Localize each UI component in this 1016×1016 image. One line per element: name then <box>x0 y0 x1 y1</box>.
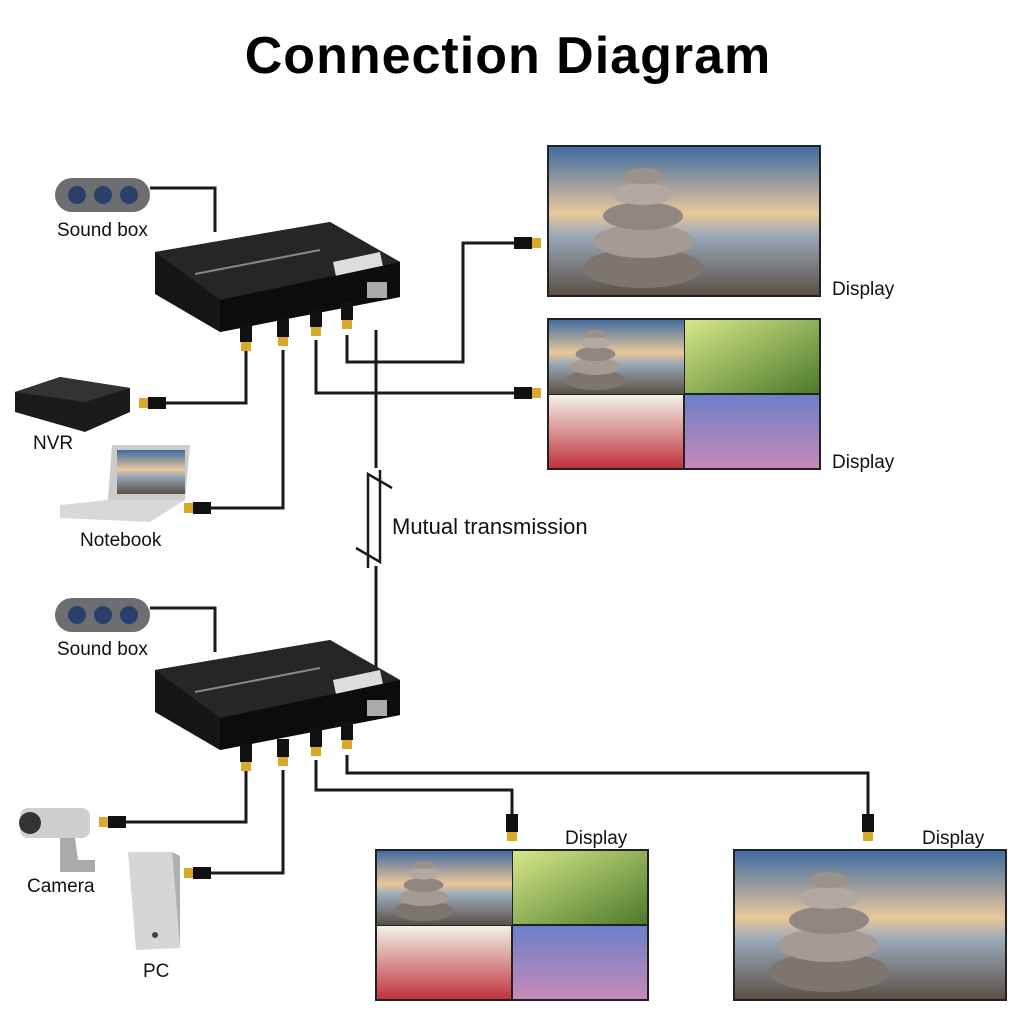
display-2 <box>547 318 821 470</box>
transmitter-bottom <box>154 639 401 751</box>
cable-pc <box>205 770 285 875</box>
cable-display-1 <box>345 241 520 364</box>
label-display-4: Display <box>922 828 985 849</box>
pc-icon <box>128 852 180 950</box>
page-title: Connection Diagram <box>244 27 772 85</box>
cable-display-2 <box>314 340 520 395</box>
label-sound-box-bottom: Sound box <box>57 639 148 660</box>
sound-box-top-icon <box>55 178 150 212</box>
display-4 <box>733 849 1007 1001</box>
cable-camera <box>120 770 248 824</box>
cable-display-3 <box>314 760 514 818</box>
label-display-2: Display <box>832 452 895 473</box>
label-sound-box-top: Sound box <box>57 220 148 241</box>
display-3 <box>375 849 649 1001</box>
cable-notebook <box>205 350 285 510</box>
label-pc: PC <box>143 961 170 982</box>
label-camera: Camera <box>27 876 95 897</box>
label-display-3: Display <box>565 828 628 849</box>
cable-nvr <box>160 350 248 405</box>
notebook-icon <box>60 445 190 522</box>
mutual-transmission-arrows <box>355 470 393 568</box>
cable-soundbox-top <box>150 186 217 232</box>
label-mutual-transmission: Mutual transmission <box>392 514 588 539</box>
cable-display-4 <box>345 755 870 818</box>
cable-soundbox-bottom <box>150 606 217 652</box>
transmitter-top <box>154 221 401 333</box>
cables <box>120 186 870 875</box>
camera-icon <box>19 808 95 872</box>
nvr-icon <box>15 377 130 432</box>
display-1 <box>547 145 821 297</box>
label-display-1: Display <box>832 279 895 300</box>
sound-box-bottom-icon <box>55 598 150 632</box>
label-notebook: Notebook <box>80 530 162 551</box>
label-nvr: NVR <box>33 433 74 454</box>
